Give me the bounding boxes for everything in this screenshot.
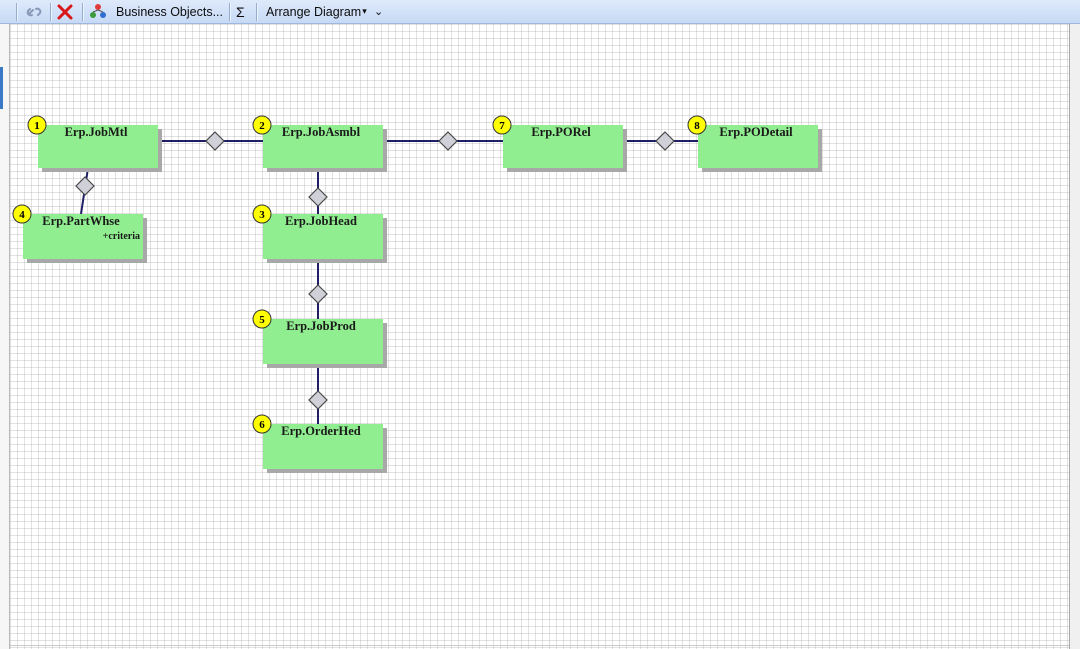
- table-node-name: Erp.PartWhse: [42, 214, 120, 228]
- table-node-name: Erp.JobHead: [285, 214, 357, 228]
- left-panel-edge: [0, 24, 10, 649]
- toolbar-separator: [229, 3, 231, 21]
- delete-button[interactable]: [56, 1, 76, 22]
- table-node[interactable]: Erp.JobAsmbl 2: [252, 115, 387, 172]
- table-number-badge: [252, 204, 272, 224]
- link-button[interactable]: [24, 1, 46, 22]
- business-objects-button[interactable]: Business Objects...: [89, 1, 224, 22]
- table-number: 8: [694, 120, 700, 132]
- business-objects-label: Business Objects...: [116, 4, 223, 19]
- table-node-criteria: +criteria: [103, 231, 140, 242]
- canvas-bottom-border: [10, 645, 1069, 646]
- table-number: 7: [499, 120, 505, 132]
- table-node[interactable]: Erp.PORel 7: [492, 115, 627, 172]
- toolbar-separator: [82, 3, 84, 21]
- table-node[interactable]: Erp.OrderHed 6: [252, 414, 387, 473]
- table-number: 6: [259, 419, 265, 431]
- table-number-badge: [27, 115, 47, 135]
- relationship-diamond-icon[interactable]: [308, 284, 328, 304]
- table-node[interactable]: Erp.PartWhse +criteria 4: [12, 204, 147, 263]
- relationship-diamond-icon[interactable]: [205, 131, 225, 151]
- table-node[interactable]: Erp.JobMtl 1: [27, 115, 162, 172]
- overflow-chevron-icon: ⌄: [374, 6, 384, 18]
- table-number-badge: [252, 414, 272, 434]
- table-node-box: [698, 125, 818, 168]
- table-number: 5: [259, 314, 265, 326]
- panel-tab-marker: [0, 67, 3, 109]
- business-objects-icon: [90, 3, 106, 18]
- arrange-diagram-label: Arrange Diagram: [266, 4, 362, 19]
- table-node-box: [263, 319, 383, 364]
- table-node-name: Erp.JobProd: [286, 319, 356, 333]
- toolbar: Business Objects... Σ Arrange Diagram ▾ …: [0, 0, 1080, 24]
- relationship-diamond-icon[interactable]: [655, 131, 675, 151]
- table-node[interactable]: Erp.JobHead 3: [252, 204, 387, 263]
- table-number-badge: [687, 115, 707, 135]
- table-node-box: [263, 424, 383, 469]
- table-node-name: Erp.OrderHed: [281, 424, 361, 438]
- table-node-box: [263, 125, 383, 168]
- link-icon: [26, 7, 42, 16]
- table-node-box: [263, 214, 383, 259]
- table-node[interactable]: Erp.JobProd 5: [252, 309, 387, 368]
- table-node-name: Erp.PORel: [531, 125, 591, 139]
- sum-button[interactable]: Σ: [236, 1, 250, 22]
- table-number: 1: [34, 120, 40, 132]
- diagram-canvas[interactable]: [10, 24, 1069, 649]
- toolbar-separator: [256, 3, 258, 21]
- vertical-scrollbar[interactable]: [1069, 24, 1080, 649]
- relationship-diamond-icon[interactable]: [75, 176, 95, 196]
- table-node-box: [503, 125, 623, 168]
- table-number-badge: [252, 309, 272, 329]
- relationship-diamond-icon[interactable]: [438, 131, 458, 151]
- chevron-down-icon: ▾: [362, 6, 367, 16]
- table-number-badge: [252, 115, 272, 135]
- arrange-diagram-button[interactable]: Arrange Diagram ▾: [266, 1, 370, 22]
- table-node-box: [23, 214, 143, 259]
- table-number: 4: [19, 209, 25, 221]
- delete-icon: [57, 4, 73, 19]
- table-node-name: Erp.JobAsmbl: [282, 125, 361, 139]
- table-number-badge: [12, 204, 32, 224]
- relationship-diamond-icon[interactable]: [308, 187, 328, 207]
- table-node[interactable]: Erp.PODetail 8: [687, 115, 822, 172]
- table-node-name: Erp.PODetail: [719, 125, 793, 139]
- toolbar-separator: [50, 3, 52, 21]
- toolbar-separator: [16, 3, 18, 21]
- diagram-links: [75, 131, 698, 424]
- table-node-name: Erp.JobMtl: [65, 125, 128, 139]
- sigma-icon: Σ: [236, 3, 245, 20]
- table-number: 3: [259, 209, 265, 221]
- toolbar-overflow-button[interactable]: ⌄: [374, 1, 384, 22]
- table-number-badge: [492, 115, 512, 135]
- relationship-diamond-icon[interactable]: [308, 390, 328, 410]
- table-node-box: [38, 125, 158, 168]
- table-number: 2: [259, 120, 265, 132]
